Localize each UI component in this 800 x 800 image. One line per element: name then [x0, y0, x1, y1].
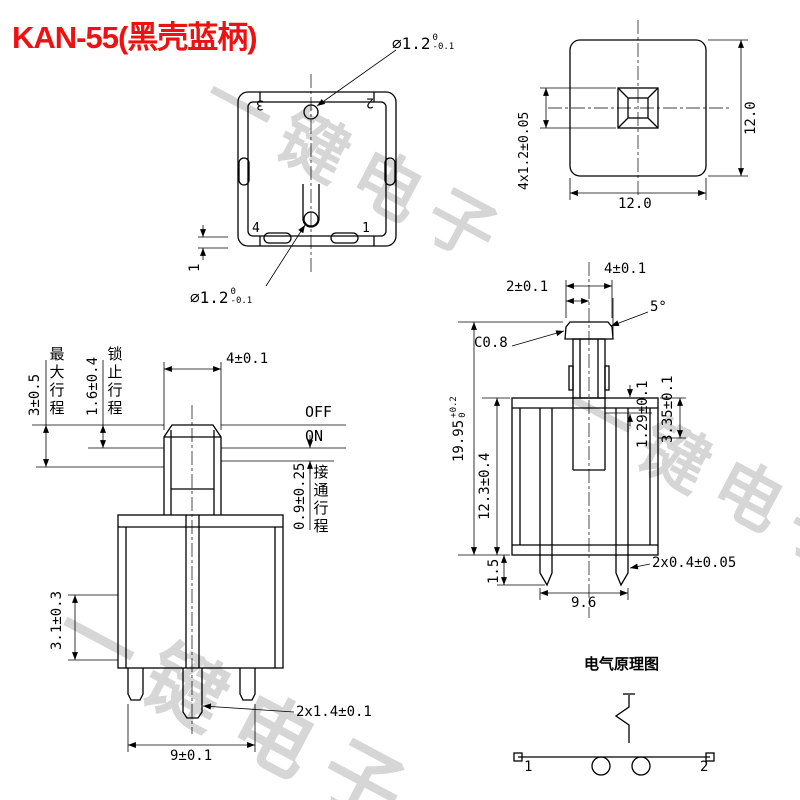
dim-top-view-width: 12.0	[618, 196, 652, 212]
page-title: KAN-55(黑壳蓝柄)	[12, 20, 258, 55]
dim-bottom-hole: ∅1.2 0 -0.1	[190, 287, 253, 307]
dim-max-stroke: 3±0.5	[27, 373, 43, 416]
dim-side-pins: 2x0.4±0.05	[652, 555, 737, 571]
front-view-drawing	[32, 360, 346, 752]
top-view-drawing	[540, 20, 748, 200]
dim-lock-stroke: 1.6±0.4	[85, 356, 101, 416]
dim-step: 3.35±0.1	[660, 375, 676, 443]
dim-half-width: 2±0.1	[506, 279, 549, 295]
dim-button-width: 4±0.1	[226, 351, 269, 367]
side-view-drawing	[458, 262, 686, 618]
lock-stroke-label: 锁止行程	[105, 346, 124, 418]
dim-body-feature: 3.1±0.3	[49, 590, 65, 650]
dim-on-stroke: 0.9±0.25	[292, 462, 308, 530]
dim-cap-width: 4±0.1	[604, 261, 647, 277]
dim-body-height: 12.3±0.4	[477, 452, 493, 520]
dim-pin-pitch: 9±0.1	[170, 748, 213, 764]
bottom-view-drawing	[198, 49, 397, 287]
dim-total-height-value: 19.95	[450, 419, 467, 462]
max-stroke-label: 最大行程	[47, 346, 66, 418]
dim-cross-hole: 4x1.2±0.05	[517, 111, 532, 190]
dim-top-hole-tol-upper: 0	[432, 33, 438, 43]
chamfer-label: C0.8	[474, 335, 508, 351]
dim-pin-exposed: 1.5	[486, 558, 502, 584]
dim-bottom-hole-tol-lower: -0.1	[230, 296, 253, 307]
on-stroke-label: 接通行程	[311, 464, 330, 536]
dim-top-hole-value: ∅1.2	[392, 33, 431, 53]
dim-total-height-tol-lower: 0	[458, 412, 469, 418]
off-label: OFF	[305, 403, 333, 421]
terminal-2-label: 2	[366, 94, 374, 110]
terminal-1-label: 1	[362, 221, 370, 236]
dim-top-hole: ∅1.2 0 -0.1	[392, 33, 455, 53]
dim-total-height: 19.95 +0.2 0	[449, 396, 469, 462]
dim-top-hole-tol-lower: -0.1	[432, 42, 455, 53]
dim-flange: 1.29±0.1	[635, 380, 651, 448]
schematic-terminal-2: 2	[700, 759, 709, 775]
schematic-title: 电气原理图	[584, 655, 660, 673]
draft-angle-label: 5°	[650, 299, 667, 315]
dim-pin-span: 9.6	[571, 595, 597, 611]
terminal-3-label: 3	[256, 96, 264, 112]
dim-bottom-hole-value: ∅1.2	[190, 287, 229, 307]
schematic-terminal-1: 1	[524, 759, 533, 775]
dim-top-view-height: 12.0	[743, 101, 759, 135]
dim-front-pins: 2x1.4±0.1	[296, 704, 372, 720]
on-label: ON	[305, 427, 324, 445]
dim-bottom-hole-tol-upper: 0	[230, 287, 236, 297]
terminal-4-label: 4	[252, 221, 260, 236]
dim-stem-height: 1	[187, 263, 203, 272]
schematic-drawing	[513, 693, 715, 776]
